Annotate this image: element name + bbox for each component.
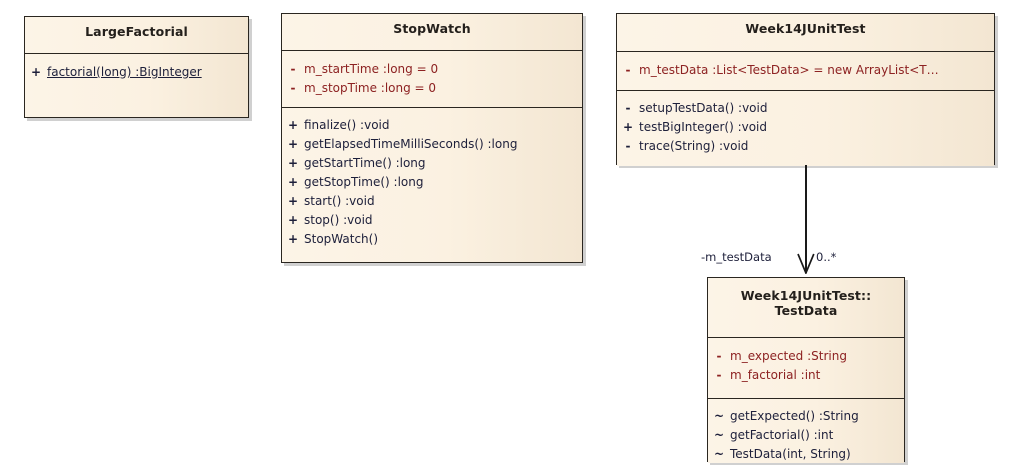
class-box-stop-watch[interactable]: StopWatch - m_startTime :long = 0 - m_st… — [281, 13, 583, 263]
operation-row[interactable]: + getStopTime() :long — [282, 173, 578, 192]
operation-signature: getExpected() :String — [730, 409, 859, 423]
operation-row[interactable]: + factorial(long) :BigInteger — [25, 63, 244, 82]
visibility-marker: - — [625, 139, 631, 153]
operation-row[interactable]: + stop() :void — [282, 211, 578, 230]
visibility-marker: - — [625, 63, 631, 77]
operation-row[interactable]: ~ TestData(int, String) — [708, 445, 900, 464]
visibility-marker: - — [716, 368, 722, 382]
attribute-signature: m_factorial :int — [730, 368, 821, 382]
operation-signature: getFactorial() :int — [730, 428, 834, 442]
visibility-marker: + — [622, 120, 634, 134]
operation-row[interactable]: - trace(String) :void — [617, 137, 990, 156]
attributes-compartment-stop-watch: - m_startTime :long = 0 - m_stopTime :lo… — [282, 51, 582, 107]
class-title-week14-junit-test: Week14JUnitTest — [617, 14, 994, 52]
class-title-test-data-line1: Week14JUnitTest:: — [740, 288, 872, 303]
operations-compartment-large-factorial: + factorial(long) :BigInteger — [25, 54, 248, 117]
operation-signature: getElapsedTimeMilliSeconds() :long — [304, 137, 518, 151]
operation-signature: getStartTime() :long — [304, 156, 426, 170]
visibility-marker: - — [625, 101, 631, 115]
association-line-testdata[interactable] — [805, 165, 807, 273]
operation-row[interactable]: + StopWatch() — [282, 230, 578, 249]
operation-signature: TestData(int, String) — [730, 447, 851, 461]
operation-signature: finalize() :void — [304, 118, 390, 132]
visibility-marker: + — [287, 232, 299, 246]
attribute-signature: m_expected :String — [730, 349, 847, 363]
visibility-marker: + — [287, 156, 299, 170]
visibility-marker: + — [30, 65, 42, 79]
operation-row[interactable]: ~ getFactorial() :int — [708, 426, 900, 445]
operation-row[interactable]: + finalize() :void — [282, 116, 578, 135]
visibility-marker: ~ — [713, 428, 725, 442]
operation-row[interactable]: - setupTestData() :void — [617, 99, 990, 118]
attribute-row[interactable]: - m_testData :List<TestData> = new Array… — [617, 61, 990, 80]
class-title-test-data-line2: TestData — [774, 303, 838, 318]
operation-signature: StopWatch() — [304, 232, 379, 246]
visibility-marker: - — [716, 349, 722, 363]
operations-compartment-test-data: ~ getExpected() :String ~ getFactorial()… — [708, 398, 904, 463]
attribute-signature: m_stopTime :long = 0 — [304, 81, 437, 95]
operation-row[interactable]: ~ getExpected() :String — [708, 407, 900, 426]
class-title-test-data: Week14JUnitTest:: TestData — [708, 278, 904, 338]
association-target-multiplicity-label: 0..* — [816, 250, 837, 264]
operation-row[interactable]: + start() :void — [282, 192, 578, 211]
association-source-role-label: -m_testData — [701, 250, 772, 264]
operation-signature: trace(String) :void — [639, 139, 749, 153]
visibility-marker: + — [287, 137, 299, 151]
class-title-stop-watch: StopWatch — [282, 14, 582, 51]
class-title-large-factorial: LargeFactorial — [25, 17, 248, 54]
operation-signature: getStopTime() :long — [304, 175, 424, 189]
operation-signature: stop() :void — [304, 213, 373, 227]
attribute-row[interactable]: - m_expected :String — [708, 347, 900, 366]
class-box-week14-junit-test[interactable]: Week14JUnitTest - m_testData :List<TestD… — [616, 13, 995, 166]
visibility-marker: ~ — [713, 447, 725, 461]
attributes-compartment-test-data: - m_expected :String - m_factorial :int — [708, 338, 904, 398]
visibility-marker: + — [287, 213, 299, 227]
attribute-row[interactable]: - m_factorial :int — [708, 366, 900, 385]
operation-signature: testBigInteger() :void — [639, 120, 768, 134]
attributes-compartment-week14-junit-test: - m_testData :List<TestData> = new Array… — [617, 52, 994, 90]
operation-signature: factorial(long) :BigInteger — [47, 65, 202, 79]
operation-signature: setupTestData() :void — [639, 101, 768, 115]
visibility-marker: ~ — [713, 409, 725, 423]
visibility-marker: + — [287, 175, 299, 189]
association-arrowhead-icon — [797, 253, 815, 274]
operations-compartment-week14-junit-test: - setupTestData() :void + testBigInteger… — [617, 90, 994, 166]
visibility-marker: - — [290, 81, 296, 95]
attribute-signature: m_testData :List<TestData> = new ArrayLi… — [639, 63, 939, 77]
attribute-signature: m_startTime :long = 0 — [304, 62, 439, 76]
operation-row[interactable]: + getElapsedTimeMilliSeconds() :long — [282, 135, 578, 154]
operation-row[interactable]: + getStartTime() :long — [282, 154, 578, 173]
visibility-marker: - — [290, 62, 296, 76]
operation-row[interactable]: + testBigInteger() :void — [617, 118, 990, 137]
visibility-marker: + — [287, 118, 299, 132]
attribute-row[interactable]: - m_startTime :long = 0 — [282, 60, 578, 79]
visibility-marker: + — [287, 194, 299, 208]
operations-compartment-stop-watch: + finalize() :void + getElapsedTimeMilli… — [282, 107, 582, 262]
class-box-test-data[interactable]: Week14JUnitTest:: TestData - m_expected … — [707, 277, 905, 463]
operation-signature: start() :void — [304, 194, 375, 208]
class-box-large-factorial[interactable]: LargeFactorial + factorial(long) :BigInt… — [24, 16, 249, 118]
attribute-row[interactable]: - m_stopTime :long = 0 — [282, 79, 578, 98]
